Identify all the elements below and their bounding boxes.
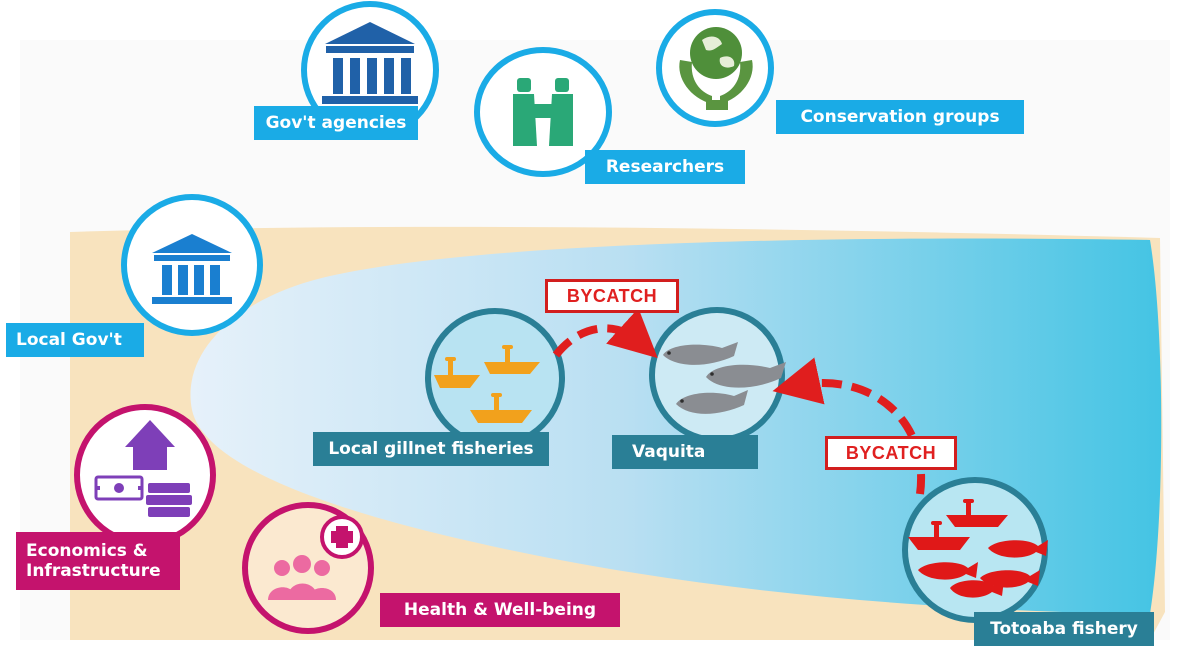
- totoaba-fish-icon: [918, 540, 1048, 598]
- label-govt-agencies: Gov't agencies: [254, 106, 418, 140]
- money-icon: [94, 475, 144, 501]
- people-icon: [268, 555, 336, 600]
- books-icon: [146, 483, 192, 517]
- medical-cross-icon: [320, 515, 364, 559]
- vaquita-icon: [663, 342, 786, 414]
- town-hall-icon: [152, 234, 232, 304]
- label-conservation-groups: Conservation groups: [776, 100, 1024, 134]
- bycatch-label-totoaba: BYCATCH: [825, 436, 957, 470]
- conservation-groups-node: [656, 9, 774, 127]
- label-health-wellbeing: Health & Well-being: [380, 593, 620, 627]
- gillnet-fisheries-node: [425, 308, 565, 448]
- label-researchers: Researchers: [585, 150, 745, 184]
- house-icon: [125, 420, 175, 470]
- label-economics-line-2: Infrastructure: [26, 561, 161, 581]
- researchers-node: [474, 47, 612, 177]
- label-vaquita: Vaquita: [612, 435, 758, 469]
- label-local-govt: Local Gov't: [6, 323, 144, 357]
- label-gillnet-fisheries: Local gillnet fisheries: [313, 432, 549, 466]
- vaquita-node: [649, 307, 786, 443]
- totoaba-boats-icon: [908, 499, 1008, 550]
- health-node: [242, 502, 374, 634]
- label-totoaba-fishery: Totoaba fishery: [974, 612, 1154, 646]
- economics-node: [74, 404, 216, 546]
- globe-in-hands-icon: [679, 27, 753, 110]
- bycatch-arrow-totoaba-to-vaquita: [772, 357, 926, 495]
- local-govt-node: [121, 194, 263, 336]
- government-building-icon: [322, 22, 418, 104]
- label-economics-infrastructure: Economics & Infrastructure: [16, 532, 180, 590]
- boat-icon: [434, 345, 540, 423]
- bycatch-label-gillnet: BYCATCH: [545, 279, 679, 313]
- bycatch-arrow-gillnet-to-vaquita: [552, 308, 658, 359]
- totoaba-fishery-node: [902, 477, 1048, 623]
- label-economics-line-1: Economics &: [26, 540, 148, 561]
- binoculars-icon: [513, 78, 573, 146]
- govt-agencies-node: [301, 1, 439, 139]
